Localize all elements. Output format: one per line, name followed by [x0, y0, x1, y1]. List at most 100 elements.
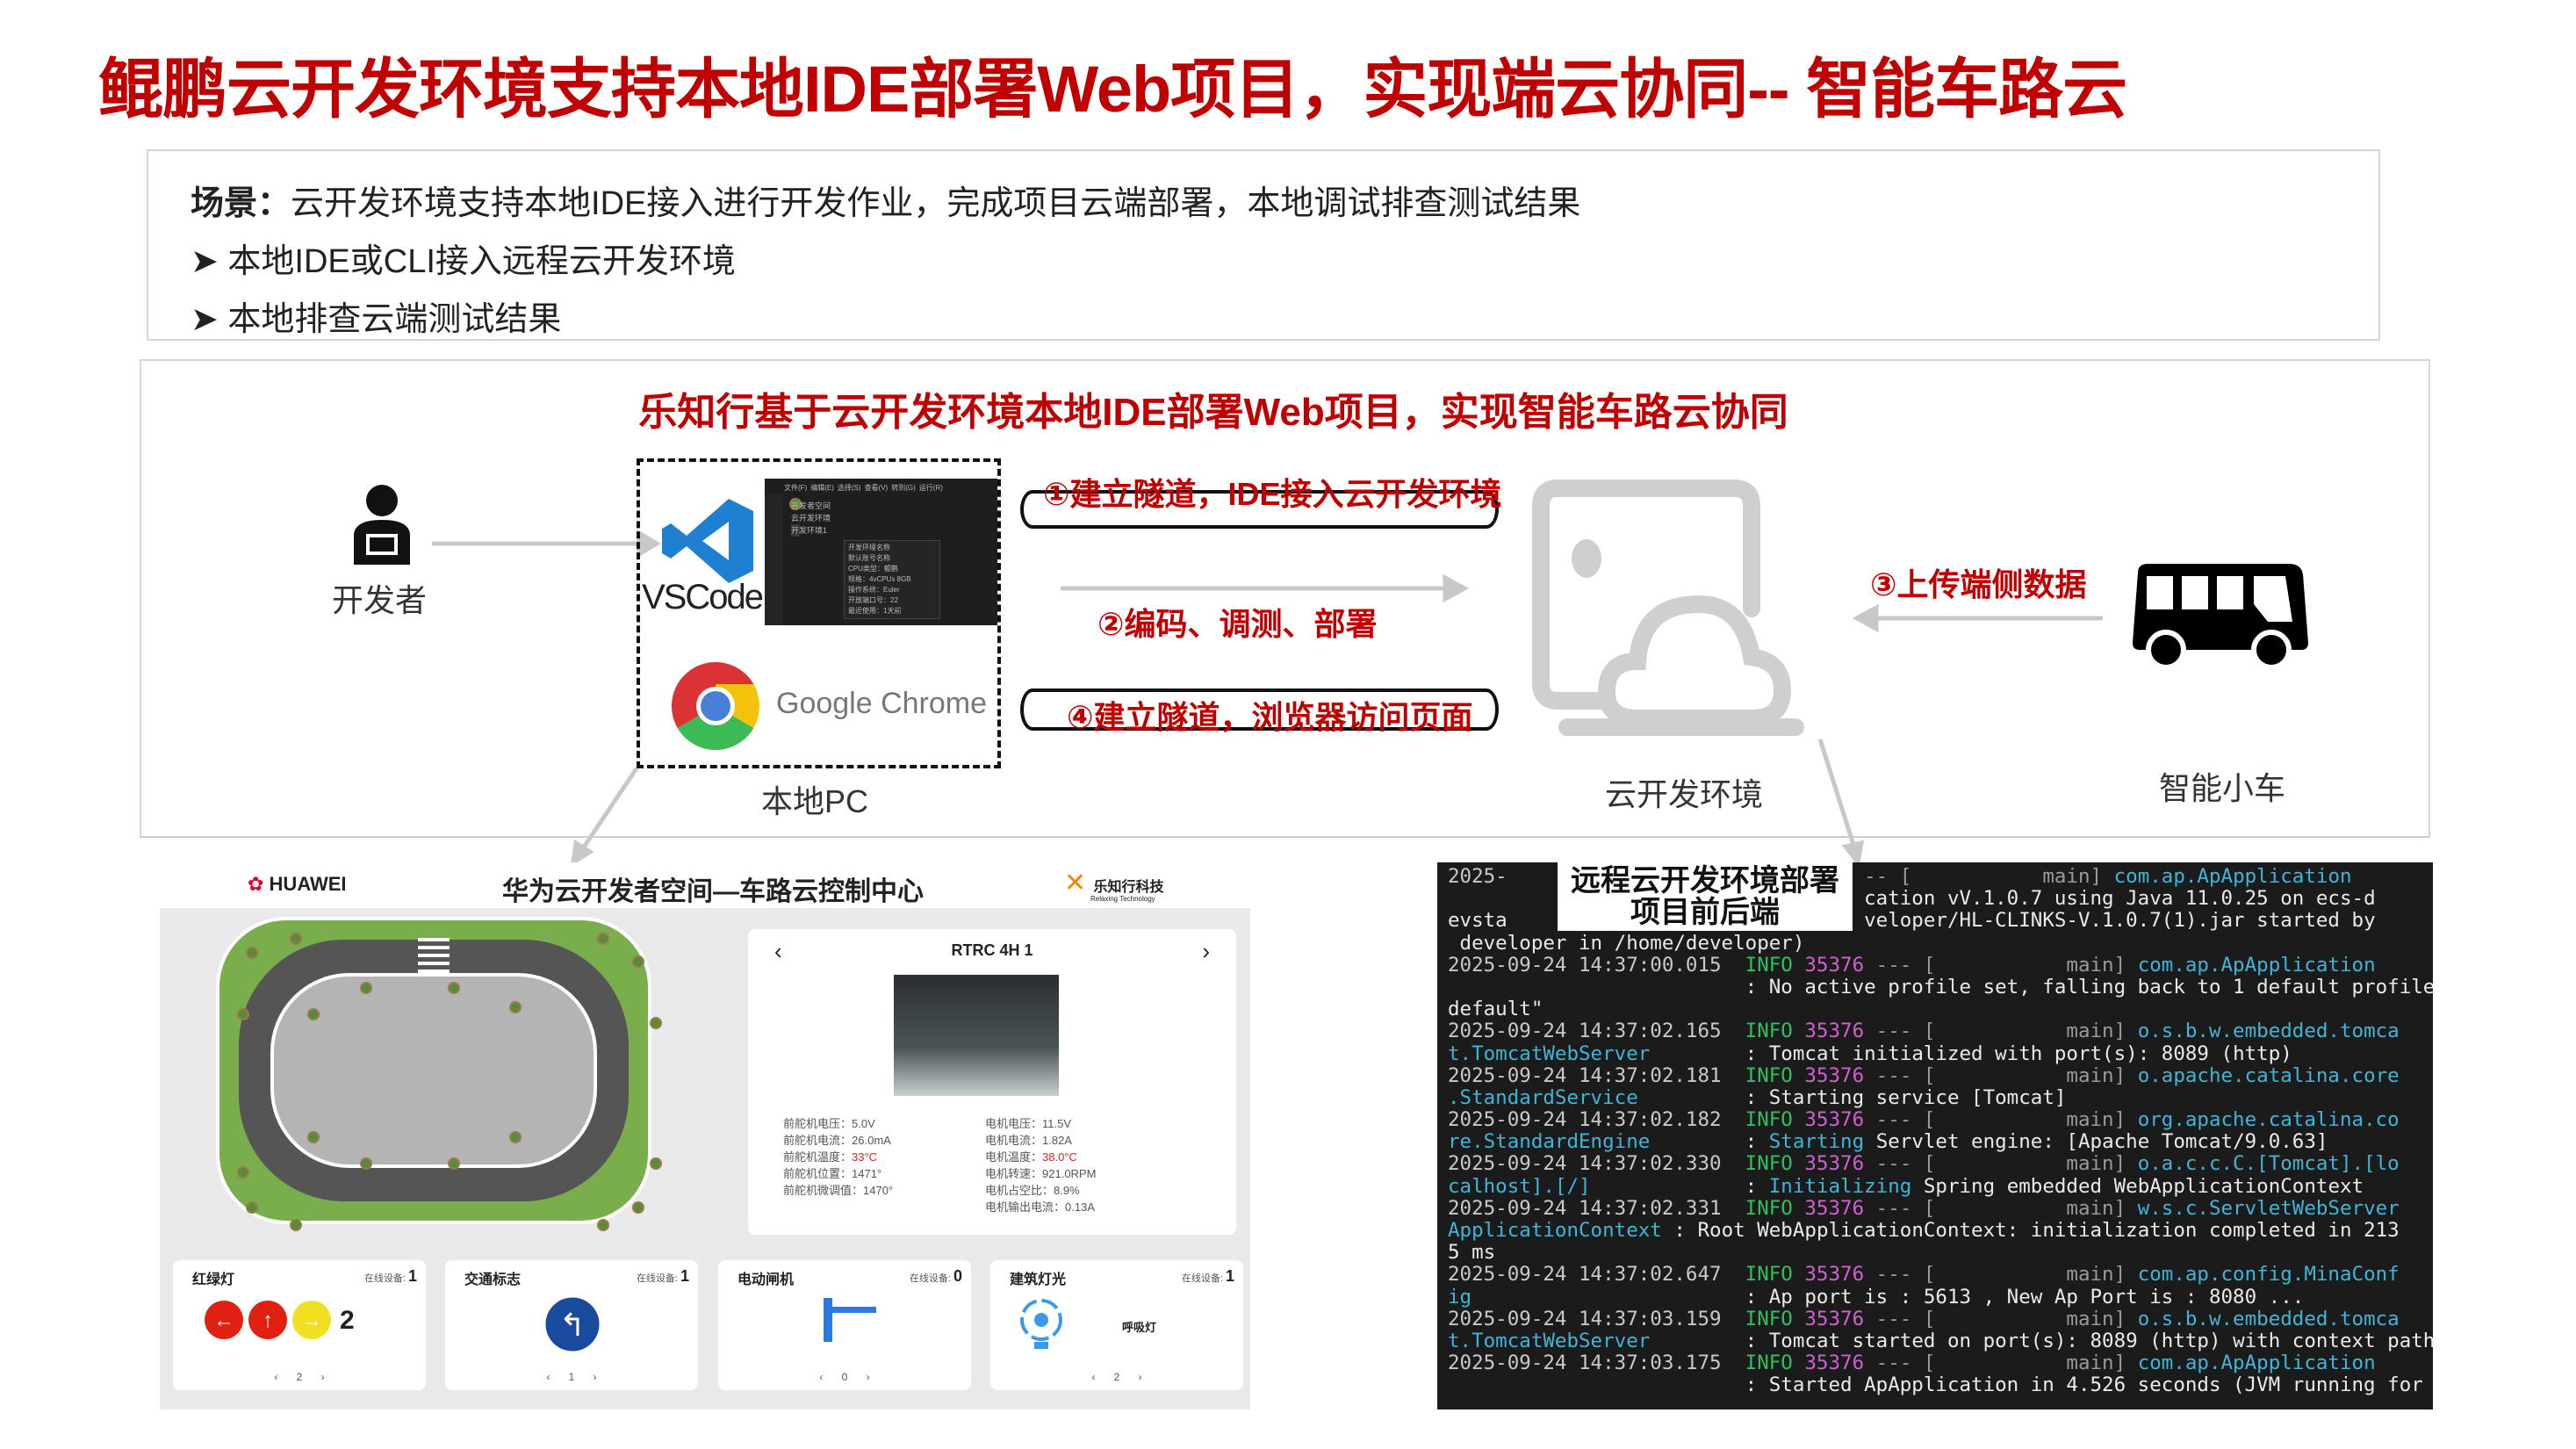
log-segment: com.ap.ApApplication: [2137, 953, 2376, 977]
log-segment: Starting: [1768, 1130, 1865, 1154]
step4-label: ④建立隧道，浏览器访问页面: [1067, 699, 1473, 735]
log-line: ig : Ap port is : 5613 , New Ap Port is …: [1448, 1285, 2433, 1308]
next-icon[interactable]: ›: [302, 1371, 325, 1383]
log-indent: [1864, 1064, 1876, 1087]
prev-icon[interactable]: ‹: [274, 1371, 297, 1383]
menu-item[interactable]: 转到(G): [891, 484, 916, 492]
log-line: 2025-09-24 14:37:02.331 INFO 35376 --- […: [1448, 1196, 2433, 1220]
log-line: calhost].[/] : Initializing Spring embed…: [1448, 1174, 2433, 1198]
log-segment: --- [ main]: [1875, 1263, 2138, 1287]
log-indent: [1864, 1352, 1876, 1374]
bulb-icon: [1015, 1294, 1068, 1359]
card-pager[interactable]: ‹ 2 ›: [990, 1371, 1243, 1383]
stat-row: 电机电流：1.82A: [985, 1132, 1096, 1149]
scene-bullet: ➤ 本地排查云端测试结果: [191, 292, 561, 340]
prev-icon[interactable]: ‹: [1091, 1371, 1114, 1383]
log-line: t.TomcatWebServer : Tomcat started on po…: [1448, 1330, 2433, 1352]
next-icon[interactable]: ›: [574, 1371, 597, 1383]
device-card[interactable]: 交通标志在线设备: 1↰‹ 1 ›: [445, 1260, 698, 1390]
card-pager[interactable]: ‹ 2 ›: [173, 1371, 426, 1383]
prev-icon[interactable]: ‹: [819, 1371, 842, 1383]
dashboard-title: 华为云开发者空间—车路云控制中心: [502, 877, 924, 906]
stat-value: 11.5V: [1042, 1117, 1072, 1130]
log-segment: : Tomcat initialized with port(s): 8089 …: [1745, 1042, 2292, 1065]
log-segment: --- [ main]: [1875, 1196, 2138, 1220]
online-count: 在线设备: 0: [910, 1267, 962, 1286]
vscode-logo-icon: [662, 499, 753, 583]
log-line: 2025-09-24 14:37:02.165 INFO 35376 --- […: [1448, 1020, 2433, 1042]
log-line: 2025-09-24 14:37:02.182 INFO 35376 --- […: [1448, 1108, 2433, 1132]
log-segment: ApplicationContext: [1448, 1219, 1662, 1242]
tree-icon: [237, 1008, 249, 1020]
tree-group[interactable]: 云开发环境: [791, 514, 831, 523]
vscode-menubar: 文件(F)编辑(E)选择(S)查看(V)转到(G)运行(R): [765, 479, 997, 496]
log-segment: ig: [1448, 1285, 1472, 1308]
log-segment: Spring embedded WebApplicationContext: [1923, 1174, 2364, 1198]
terminal-log[interactable]: 2025- -- [ main] com.ap.ApApplication ca…: [1437, 862, 2433, 1409]
log-segment: 2025-09-24 14:37:03.175: [1448, 1352, 1745, 1375]
log-line: ApplicationContext : Root WebApplication…: [1448, 1219, 2433, 1242]
card-pager[interactable]: ‹ 1 ›: [445, 1371, 698, 1383]
svg-text:←: ←: [213, 1308, 234, 1332]
menu-item[interactable]: 查看(V): [864, 484, 889, 492]
log-segment: veloper/HL-CLINKS-V.1.0.7(1).jar started…: [1864, 909, 2376, 933]
log-segment: 35376: [1804, 1020, 1865, 1043]
online-value: 0: [953, 1267, 962, 1285]
next-icon[interactable]: ›: [1119, 1371, 1142, 1383]
menu-item[interactable]: 编辑(E): [810, 484, 834, 492]
log-indent: [1864, 1152, 1876, 1175]
next-icon[interactable]: ›: [847, 1371, 870, 1383]
vscode-activity-bar: [765, 494, 782, 625]
log-segment: 2025-09-24 14:37:03.159: [1448, 1307, 1745, 1330]
stat-row: 前舵机微调值：1470°: [783, 1182, 893, 1199]
log-segment: 35376: [1804, 1307, 1865, 1330]
env-detail: 操作系统：Euler: [848, 586, 900, 594]
log-indent: [1864, 1197, 1876, 1220]
track-map[interactable]: [216, 917, 662, 1231]
prev-car-button[interactable]: ‹: [774, 938, 782, 964]
stat-value: 5.0V: [852, 1117, 875, 1130]
panel-title: 开发者空间: [791, 501, 831, 510]
log-indent: [1448, 932, 1460, 955]
card-pager[interactable]: ‹ 0 ›: [718, 1371, 971, 1383]
tree-item-env[interactable]: 开发环境1: [791, 524, 828, 537]
log-segment: INFO: [1745, 1352, 1805, 1375]
log-segment: 35376: [1804, 1108, 1865, 1132]
stat-row: 电机温度：38.0°C: [985, 1149, 1096, 1165]
stat-label: 电机转速：: [985, 1167, 1043, 1180]
log-line: cation vV.1.0.7 using Java 11.0.25 on ec…: [1448, 888, 2433, 910]
online-count: 在线设备: 1: [637, 1267, 689, 1286]
online-label: 在线设备:: [909, 1273, 953, 1284]
log-segment: w.s.c.ServletWebServer: [2137, 1196, 2400, 1220]
step1-label: ①建立隧道，IDE接入云开发环境: [1043, 476, 1502, 512]
log-segment: 2025-09-24 14:37:02.165: [1448, 1020, 1745, 1043]
log-segment: INFO: [1745, 1263, 1805, 1287]
stat-label: 前舵机微调值：: [783, 1184, 864, 1197]
menu-item[interactable]: 文件(F): [784, 484, 808, 492]
tree-icon: [237, 1166, 249, 1179]
log-indent: [1911, 1175, 1924, 1198]
device-card[interactable]: 电动闸机在线设备: 0‹ 0 ›: [718, 1260, 971, 1390]
log-indent: [1864, 1020, 1876, 1042]
stat-label: 电机电流：: [985, 1134, 1043, 1147]
svg-text:↑: ↑: [263, 1308, 273, 1332]
tree-icon: [650, 1017, 662, 1029]
huawei-flower-icon: ✿: [248, 873, 270, 895]
log-segment: :: [1745, 1130, 1769, 1154]
menu-item[interactable]: 选择(S): [837, 484, 861, 492]
log-line: t.TomcatWebServer : Tomcat initialized w…: [1448, 1042, 2433, 1065]
tree-icon: [307, 1131, 320, 1143]
log-indent: [1638, 1086, 1745, 1109]
tree-icon: [509, 1131, 522, 1143]
next-car-button[interactable]: ›: [1202, 938, 1210, 964]
device-card[interactable]: 红绿灯在线设备: 1←↑→2‹ 2 ›: [173, 1260, 426, 1390]
menu-item[interactable]: 运行(R): [918, 484, 943, 492]
log-segment: 35376: [1804, 1263, 1865, 1287]
device-card-title: 红绿灯: [192, 1272, 235, 1287]
prev-icon[interactable]: ‹: [546, 1371, 569, 1383]
stat-label: 电机输出电流：: [985, 1200, 1066, 1214]
online-label: 在线设备:: [363, 1273, 408, 1284]
